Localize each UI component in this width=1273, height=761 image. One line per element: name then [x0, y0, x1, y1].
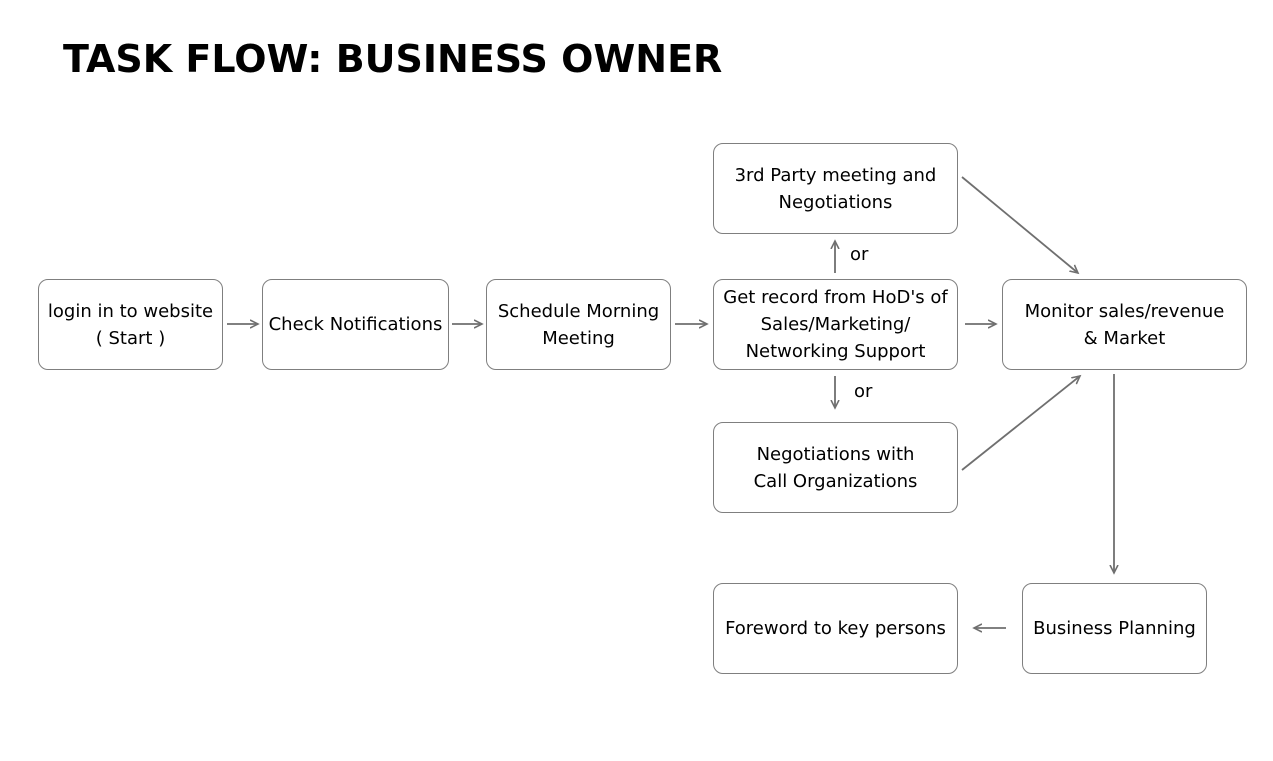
node-login-start-label: login in to website ( Start ): [47, 300, 214, 349]
node-monitor-sales: Monitor sales/revenue & Market: [1002, 279, 1247, 370]
node-check-notifications: Check Notifications: [262, 279, 449, 370]
node-third-party-meeting: 3rd Party meeting and Negotiations: [713, 143, 958, 234]
node-negotiations-call-orgs-label: Negotiations with Call Organizations: [753, 443, 918, 492]
node-schedule-morning-meeting: Schedule Morning Meeting: [486, 279, 671, 370]
node-foreword-key-persons: Foreword to key persons: [713, 583, 958, 674]
node-get-record-hods-label: Get record from HoD's of Sales/Marketing…: [723, 287, 948, 362]
node-login-start: login in to website ( Start ): [38, 279, 223, 370]
node-negotiations-call-orgs: Negotiations with Call Organizations: [713, 422, 958, 513]
arrow-negotiations-to-monitor: [961, 376, 1080, 471]
node-third-party-meeting-label: 3rd Party meeting and Negotiations: [734, 164, 937, 213]
node-foreword-key-persons-label: Foreword to key persons: [725, 618, 946, 639]
branch-label-or-down: or: [854, 381, 873, 402]
node-check-notifications-label: Check Notifications: [268, 314, 443, 335]
node-monitor-sales-label: Monitor sales/revenue & Market: [1024, 300, 1225, 349]
node-get-record-hods: Get record from HoD's of Sales/Marketing…: [713, 279, 958, 370]
arrow-third-party-to-monitor: [961, 176, 1078, 273]
node-business-planning-label: Business Planning: [1033, 618, 1196, 639]
node-schedule-morning-meeting-label: Schedule Morning Meeting: [497, 300, 660, 349]
branch-label-or-up: or: [850, 244, 869, 265]
node-business-planning: Business Planning: [1022, 583, 1207, 674]
diagram-title: TASK FLOW: BUSINESS OWNER: [63, 37, 723, 81]
